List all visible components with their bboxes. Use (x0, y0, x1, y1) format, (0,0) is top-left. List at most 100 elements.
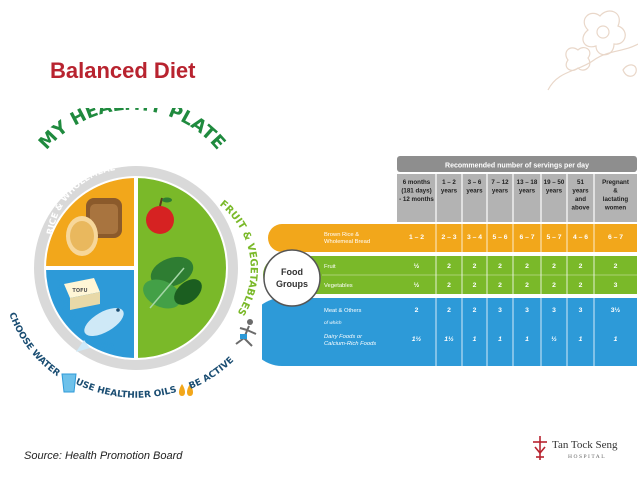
hospital-logo-icon (533, 436, 547, 460)
servings-value: 3½ (611, 306, 621, 314)
fish-icon (76, 308, 124, 352)
servings-value: ½ (551, 335, 557, 343)
servings-value: 3 (579, 307, 583, 314)
servings-value: 1 (473, 336, 477, 343)
servings-value: 2 (415, 307, 419, 314)
servings-value: 3 (614, 282, 618, 289)
age-group-header: 13 – 18 (517, 179, 538, 186)
servings-table: Recommended number of servings per day 6… (262, 156, 637, 366)
meat-dairy-row-band (262, 298, 637, 366)
servings-value: 3 (525, 307, 529, 314)
food-group-label: Calcium-Rich Foods (324, 341, 376, 347)
food-group-label: Brown Rice & (324, 232, 359, 238)
age-group-header: 1 – 2 (442, 179, 456, 186)
servings-value: 6 – 7 (519, 234, 534, 241)
age-group-header: 19 – 50 (544, 179, 565, 186)
food-group-label: Dairy Foods or (324, 334, 363, 340)
age-group-header: and (575, 196, 586, 203)
age-group-header: (181 days) (401, 188, 431, 195)
food-group-label: Vegetables (324, 283, 353, 289)
servings-header: Recommended number of servings per day (445, 163, 589, 170)
hospital-logo-name: Tan Tock Seng (552, 439, 618, 451)
servings-value: 2 (473, 307, 477, 314)
food-groups-circle (263, 249, 321, 307)
runner-icon (235, 319, 257, 347)
be-active-label: BE ACTIVE (188, 355, 236, 391)
tofu-label: TOFU (72, 288, 87, 294)
plate-title: MY HEALTHY PLATE (35, 108, 230, 154)
food-group-label: of which (324, 320, 342, 326)
food-group-row-labels: Brown Rice &Wholemeal BreadFruitVegetabl… (324, 232, 376, 347)
vegetables-icon (143, 256, 202, 309)
floral-decoration-icon (547, 10, 638, 91)
servings-value: 3 (552, 307, 556, 314)
servings-value: 2 – 3 (441, 234, 456, 241)
servings-value: 2 (552, 263, 556, 270)
healthier-oils-label: USE HEALTHIER OILS (74, 377, 178, 401)
age-group-header: 3 – 6 (468, 179, 482, 186)
age-header-band (397, 174, 637, 222)
servings-value: 3 – 4 (467, 234, 482, 241)
servings-value: ½ (414, 262, 420, 270)
tofu-icon: TOFU (64, 278, 100, 310)
age-group-header: & (613, 188, 618, 195)
age-group-header: women (604, 205, 627, 212)
servings-value: 2 (447, 263, 451, 270)
servings-value: 5 – 6 (492, 234, 507, 241)
servings-header-bar (397, 156, 637, 172)
age-group-header: above (572, 205, 590, 212)
servings-value: 1 (498, 336, 502, 343)
hospital-logo-sub: HOSPITAL (568, 454, 607, 460)
food-group-label: Fruit (324, 264, 336, 270)
age-group-header: years (492, 188, 509, 195)
food-group-label: Wholemeal Bread (324, 239, 370, 245)
servings-value: 1 – 2 (409, 234, 424, 241)
age-group-header: years (519, 188, 536, 195)
servings-value: 1 (525, 336, 529, 343)
servings-value: 6 – 7 (608, 234, 623, 241)
servings-value: ½ (414, 281, 420, 289)
hospital-logo: Tan Tock Seng HOSPITAL (530, 433, 630, 469)
source-caption: Source: Health Promotion Board (24, 450, 183, 462)
servings-value: 2 (579, 263, 583, 270)
rice-icon (66, 216, 98, 256)
food-groups-label-1: Food (281, 267, 303, 277)
servings-values: 1 – 2 2 – 3 3 – 4 5 – 6 6 – 7 5 – 7 4 – 6 6 – 7… (409, 234, 623, 343)
age-group-header: lactating (603, 196, 629, 203)
servings-value: 1 (579, 336, 583, 343)
food-groups-label-2: Groups (276, 279, 308, 289)
servings-value: 3 (498, 307, 502, 314)
apple-icon (146, 197, 174, 234)
servings-value: 4 – 6 (573, 234, 588, 241)
age-group-header: - 12 months (399, 196, 434, 203)
servings-value: 2 (525, 263, 529, 270)
age-group-header: years (441, 188, 458, 195)
water-glass-icon (61, 373, 77, 393)
food-group-label: Meat & Others (324, 308, 361, 314)
healthy-plate-graphic: MY HEALTHY PLATE BROWN RICE & WHOLEMEAL … (0, 108, 259, 401)
age-group-header: years (546, 188, 563, 195)
servings-value: 2 (498, 263, 502, 270)
servings-value: 2 (473, 263, 477, 270)
servings-value: 2 (525, 282, 529, 289)
age-group-header: 6 months (403, 179, 431, 186)
servings-value: 2 (473, 282, 477, 289)
servings-value: 2 (552, 282, 556, 289)
age-group-header: 7 – 12 (491, 179, 509, 186)
age-group-header: years (466, 188, 483, 195)
age-group-header: 51 (577, 179, 584, 186)
servings-value: 2 (498, 282, 502, 289)
grains-row-band (268, 224, 637, 252)
servings-value: 2 (447, 282, 451, 289)
servings-value: 5 – 7 (546, 234, 561, 241)
servings-value: 2 (447, 307, 451, 314)
servings-value: 1½ (412, 335, 422, 343)
age-group-header: years (572, 188, 589, 195)
servings-value: 2 (614, 263, 618, 270)
age-group-headers: 6 months (181 days)- 12 months 1 – 2 years 3… (399, 179, 629, 212)
age-group-header: Pregnant (602, 179, 629, 186)
slide-title: Balanced Diet (50, 58, 196, 83)
oil-drops-icon (179, 384, 193, 396)
servings-value: 1 (614, 336, 618, 343)
servings-value: 2 (579, 282, 583, 289)
